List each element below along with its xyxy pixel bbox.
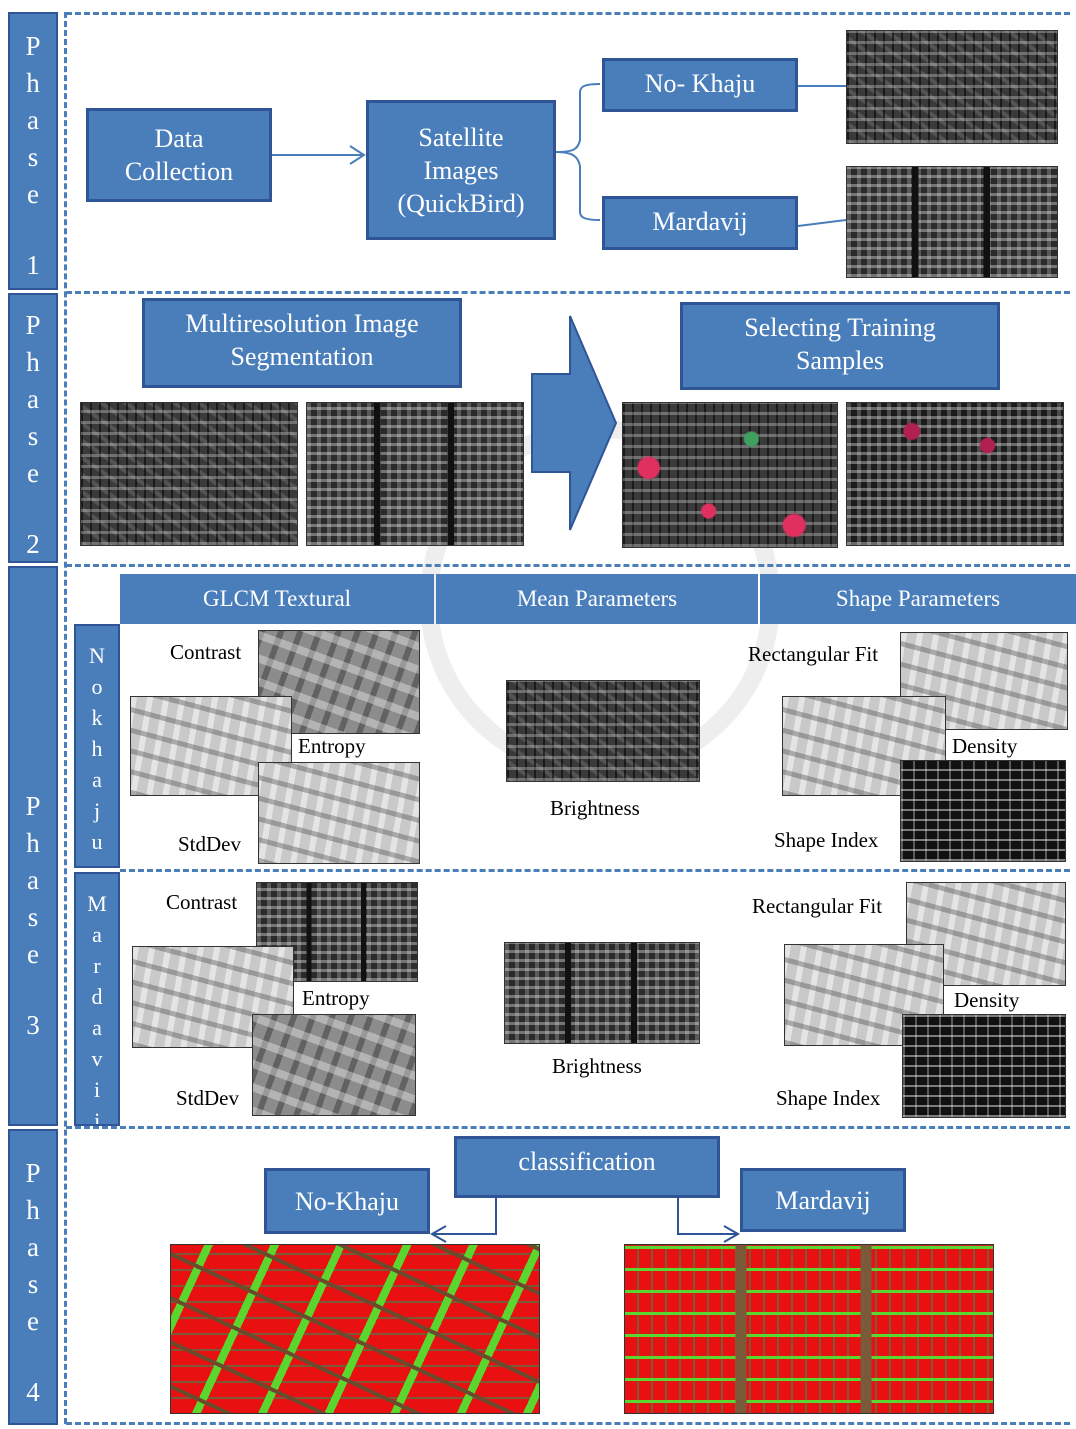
mardavij-contrast-label: Contrast bbox=[166, 890, 238, 914]
separator-2-3 bbox=[66, 564, 1070, 567]
nokhaju-brightness-label: Brightness bbox=[550, 796, 640, 820]
mardavij-density-label: Density bbox=[954, 988, 1020, 1012]
mardavij-stddev-label: StdDev bbox=[176, 1086, 239, 1110]
mardavij-entropy-label: Entropy bbox=[302, 986, 370, 1010]
header-mean-parameters: Mean Parameters bbox=[436, 574, 758, 624]
separator-3-4 bbox=[66, 1126, 1070, 1129]
nokhaju-rectfit-label: Rectangular Fit bbox=[748, 642, 879, 666]
nokhaju-brightness-image bbox=[506, 680, 700, 782]
header-glcm-textural: GLCM Textural bbox=[120, 574, 434, 624]
nokhaju-shape-index-label: Shape Index bbox=[774, 828, 879, 852]
segmentation-image-mardavij bbox=[306, 402, 524, 546]
mardavij-rectfit-label: Rectangular Fit bbox=[752, 894, 883, 918]
no-khaju-box: No- Khaju bbox=[602, 58, 798, 112]
nokhaju-shape-index-image bbox=[900, 760, 1066, 862]
nokhaju-contrast-label: Contrast bbox=[170, 640, 242, 664]
satellite-images-box: Satellite Images (QuickBird) bbox=[366, 100, 556, 240]
no-khaju-satellite-image bbox=[846, 30, 1058, 144]
phase2-arrow bbox=[531, 315, 618, 531]
separator-bottom bbox=[66, 1422, 1070, 1425]
mardavij-rectfit-image bbox=[906, 882, 1066, 986]
nokhaju-stddev-image bbox=[258, 762, 420, 864]
nokhaju-stddev-label: StdDev bbox=[178, 832, 241, 856]
phase4-connectors bbox=[429, 1198, 741, 1243]
mardavij-brightness-label: Brightness bbox=[552, 1054, 642, 1078]
nokhaju-rectfit-image bbox=[900, 632, 1068, 730]
nokhaju-density-label: Density bbox=[952, 734, 1018, 758]
separator-left bbox=[64, 12, 67, 1424]
classification-mardavij-box: Mardavij bbox=[740, 1168, 906, 1232]
phase1-connectors bbox=[272, 83, 847, 227]
mardavij-brightness-image bbox=[504, 942, 700, 1044]
mardavij-density-image bbox=[784, 944, 944, 1046]
classification-no-khaju-box: No-Khaju bbox=[264, 1168, 430, 1234]
mardavij-shape-index-image bbox=[902, 1014, 1066, 1118]
classified-map-mardavij bbox=[624, 1244, 994, 1414]
mardavij-box: Mardavij bbox=[602, 196, 798, 250]
segmentation-box: Multiresolution Image Segmentation bbox=[142, 298, 462, 388]
mardavij-satellite-image bbox=[846, 166, 1058, 278]
segmentation-image-no-khaju bbox=[80, 402, 298, 546]
training-image-mardavij bbox=[846, 402, 1064, 546]
mardavij-shape-index-label: Shape Index bbox=[776, 1086, 881, 1110]
classified-map-no-khaju bbox=[170, 1244, 540, 1414]
training-samples-box: Selecting Training Samples bbox=[680, 302, 1000, 390]
classification-box: classification bbox=[454, 1136, 720, 1198]
separator-3-rows bbox=[120, 869, 1070, 872]
mardavij-stddev-image bbox=[252, 1014, 416, 1116]
separator-top bbox=[66, 12, 1070, 15]
data-collection-box: Data Collection bbox=[86, 108, 272, 202]
header-shape-parameters: Shape Parameters bbox=[760, 574, 1076, 624]
separator-1-2 bbox=[66, 291, 1070, 294]
nokhaju-entropy-label: Entropy bbox=[298, 734, 366, 758]
training-image-no-khaju bbox=[622, 402, 838, 548]
